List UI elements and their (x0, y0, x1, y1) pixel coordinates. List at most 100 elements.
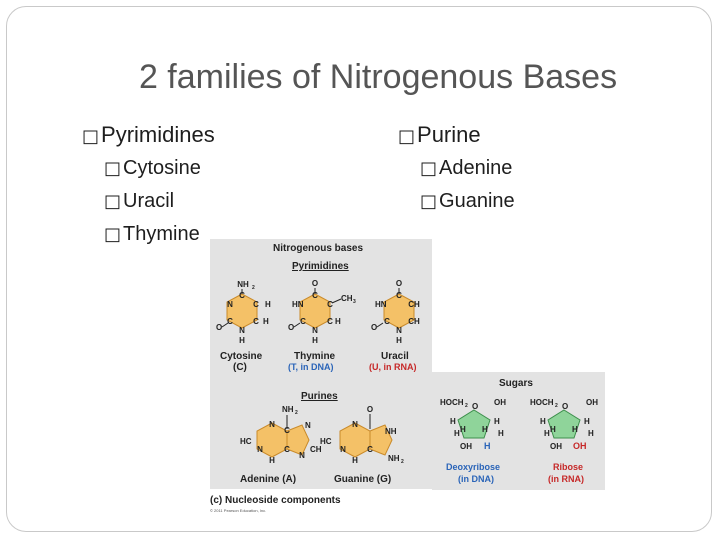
svg-text:H: H (265, 300, 271, 309)
svg-text:C: C (384, 317, 390, 326)
svg-text:O: O (562, 402, 568, 411)
figure-caption: (c) Nucleoside components (210, 495, 341, 506)
svg-text:C: C (396, 291, 402, 300)
pyrimidines-title: Pyrimidines (292, 261, 349, 272)
svg-text:NH: NH (282, 405, 294, 414)
svg-text:H: H (540, 417, 546, 426)
svg-text:H: H (263, 317, 269, 326)
svg-text:O: O (312, 279, 318, 288)
svg-text:N: N (312, 326, 318, 335)
svg-text:H: H (460, 425, 466, 434)
svg-text:CH: CH (408, 317, 420, 326)
svg-text:O: O (216, 323, 222, 332)
bullet-icon: □ (420, 191, 438, 212)
svg-text:NH: NH (388, 454, 400, 463)
svg-text:H: H (572, 425, 578, 434)
svg-text:N: N (305, 421, 311, 430)
bullet-icon: □ (398, 126, 416, 147)
uracil-name: Uracil (381, 351, 409, 362)
svg-text:HOCH: HOCH (530, 398, 554, 407)
svg-text:H: H (352, 456, 358, 465)
thymine-note: (T, in DNA) (288, 362, 334, 372)
svg-text:CH: CH (408, 300, 420, 309)
svg-text:HC: HC (240, 437, 252, 446)
svg-text:3: 3 (353, 299, 356, 305)
adenine-label: Adenine (A) (240, 474, 296, 485)
svg-text:C: C (253, 300, 259, 309)
deoxyribose-note: (in DNA) (458, 474, 494, 484)
svg-text:C: C (312, 291, 318, 300)
purines-title: Purines (301, 391, 338, 402)
cytosine-name: Cytosine (220, 351, 263, 362)
svg-text:NH: NH (237, 280, 249, 289)
list-heading: □Pyrimidines (82, 122, 215, 147)
svg-text:HC: HC (320, 437, 332, 446)
svg-text:OH: OH (494, 398, 506, 407)
svg-text:C: C (253, 317, 259, 326)
slide-title: 2 families of Nitrogenous Bases (138, 58, 618, 96)
list-item: □Cytosine (104, 157, 201, 179)
svg-text:N: N (257, 445, 263, 454)
svg-text:H: H (335, 317, 341, 326)
svg-text:H: H (239, 336, 245, 345)
thymine-name: Thymine (294, 351, 336, 362)
svg-text:C: C (284, 445, 290, 454)
svg-text:C: C (367, 445, 373, 454)
svg-text:N: N (340, 445, 346, 454)
uracil-note: (U, in RNA) (369, 362, 417, 372)
bullet-icon: □ (420, 158, 438, 179)
purine-list: □Purine □Adenine □Guanine (398, 120, 515, 218)
svg-text:H: H (312, 336, 318, 345)
svg-text:O: O (396, 279, 402, 288)
svg-text:H: H (584, 417, 590, 426)
guanine-label: Guanine (G) (334, 474, 391, 485)
sugars-title: Sugars (499, 378, 533, 389)
svg-text:H: H (494, 417, 500, 426)
svg-text:2: 2 (252, 285, 255, 291)
svg-text:OH: OH (573, 441, 587, 451)
svg-text:C: C (284, 426, 290, 435)
uracil-structure: O C HN CH C CH N H O (371, 279, 420, 345)
ribose-note: (in RNA) (548, 474, 584, 484)
svg-text:H: H (482, 425, 488, 434)
svg-text:O: O (367, 405, 373, 414)
bullet-icon: □ (104, 191, 122, 212)
svg-text:H: H (396, 336, 402, 345)
svg-text:OH: OH (550, 442, 562, 451)
bullet-icon: □ (82, 126, 100, 147)
svg-text:O: O (472, 402, 478, 411)
svg-text:HN: HN (375, 300, 387, 309)
svg-text:N: N (396, 326, 402, 335)
svg-text:H: H (484, 441, 491, 451)
svg-text:2: 2 (401, 459, 404, 465)
bullet-icon: □ (104, 158, 122, 179)
svg-text:H: H (450, 417, 456, 426)
svg-text:H: H (498, 429, 504, 438)
svg-text:H: H (544, 429, 550, 438)
svg-text:CH: CH (341, 294, 353, 303)
svg-text:C: C (327, 317, 333, 326)
bullet-icon: □ (104, 224, 122, 245)
svg-text:2: 2 (465, 403, 468, 409)
list-item: □Thymine (104, 223, 200, 245)
svg-text:OH: OH (586, 398, 598, 407)
svg-text:OH: OH (460, 442, 472, 451)
svg-text:H: H (550, 425, 556, 434)
svg-text:H: H (269, 456, 275, 465)
svg-text:N: N (239, 326, 245, 335)
list-item: □Guanine (420, 190, 515, 212)
svg-text:HN: HN (292, 300, 304, 309)
copyright-text: © 2011 Pearson Education, Inc. (210, 508, 266, 513)
svg-text:N: N (352, 420, 358, 429)
svg-text:C: C (300, 317, 306, 326)
svg-text:H: H (588, 429, 594, 438)
list-heading: □Purine (398, 122, 481, 147)
svg-text:N: N (227, 300, 233, 309)
ribose-name: Ribose (553, 462, 583, 472)
